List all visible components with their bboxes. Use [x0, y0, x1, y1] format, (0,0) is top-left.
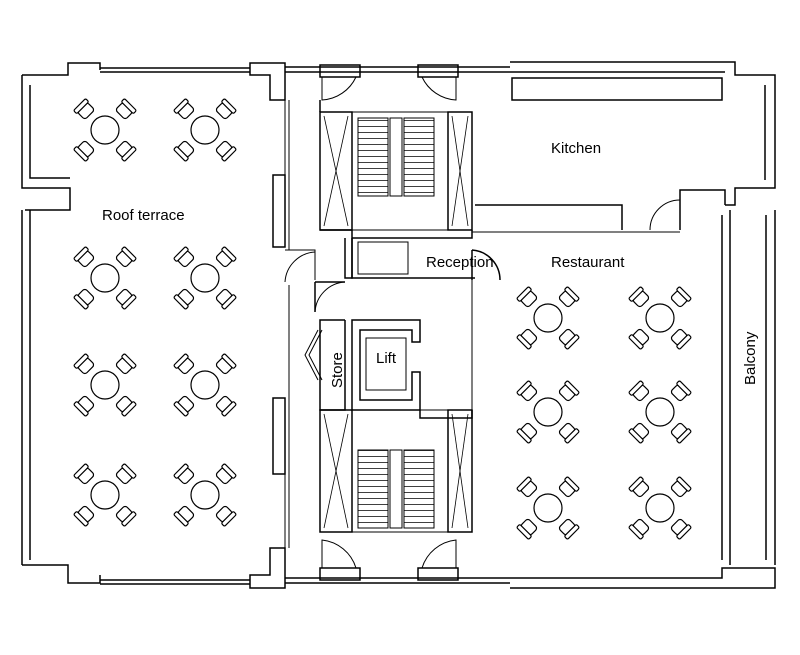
- terrace-partition: [272, 100, 290, 548]
- restaurant-tables: [517, 287, 692, 540]
- room-label-reception: Reception: [426, 254, 494, 271]
- table-set: [629, 287, 692, 350]
- table-set: [517, 477, 580, 540]
- exterior-walls: [21, 61, 776, 589]
- terrace-tables: [74, 99, 237, 527]
- core-doors: [319, 64, 459, 581]
- table-set: [174, 354, 237, 417]
- core: [304, 100, 680, 533]
- room-label-roof-terrace: Roof terrace: [102, 207, 185, 224]
- room-label-lift: Lift: [376, 350, 397, 367]
- table-set: [629, 381, 692, 444]
- table-set: [174, 247, 237, 310]
- room-label-balcony: Balcony: [742, 331, 759, 385]
- room-label-store: Store: [329, 352, 346, 388]
- table-set: [74, 247, 137, 310]
- kitchen-partition: [475, 189, 726, 231]
- room-label-restaurant: Restaurant: [551, 254, 625, 271]
- table-set: [74, 99, 137, 162]
- table-set: [517, 381, 580, 444]
- table-set: [74, 464, 137, 527]
- room-label-kitchen: Kitchen: [551, 140, 601, 157]
- table-set: [629, 477, 692, 540]
- table-set: [174, 464, 237, 527]
- table-set: [174, 99, 237, 162]
- table-set: [517, 287, 580, 350]
- terrace-door: [284, 249, 316, 283]
- table-set: [74, 354, 137, 417]
